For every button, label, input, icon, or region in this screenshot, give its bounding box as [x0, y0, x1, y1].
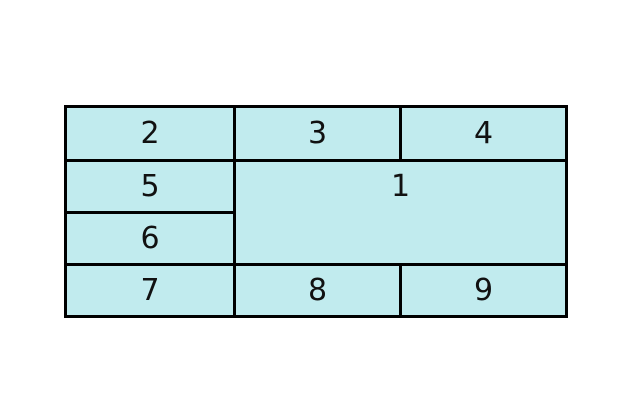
col-divider-right-top — [399, 108, 402, 159]
cell-4: 4 — [473, 115, 494, 151]
cell-5: 5 — [140, 168, 160, 204]
row-divider-left-middle — [67, 211, 233, 214]
cell-3: 3 — [307, 115, 328, 151]
col-divider-left — [233, 108, 236, 315]
col-divider-right-bottom — [399, 266, 402, 315]
row-divider-top — [67, 159, 565, 162]
cell-1: 1 — [390, 168, 411, 204]
cell-7: 7 — [140, 272, 160, 308]
cell-6: 6 — [140, 220, 160, 256]
cell-2: 2 — [140, 115, 160, 151]
cell-9: 9 — [473, 272, 494, 308]
cell-8: 8 — [307, 272, 328, 308]
row-divider-bottom — [67, 263, 565, 266]
grid-diagram: 2 3 4 5 1 6 7 8 9 — [64, 105, 568, 318]
